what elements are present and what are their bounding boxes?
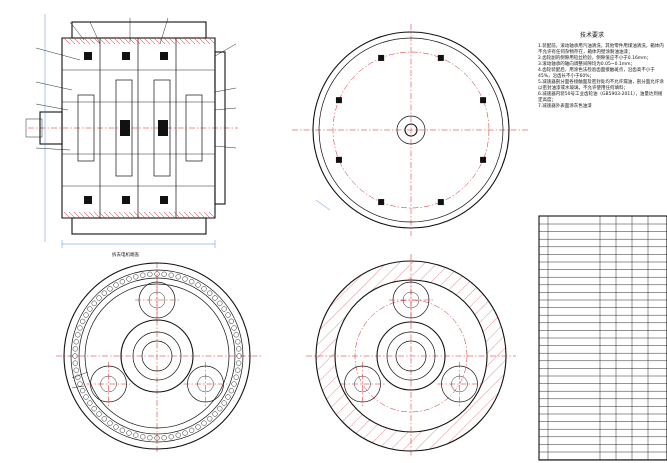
bearing-ball bbox=[73, 339, 79, 345]
bearing-ball bbox=[207, 290, 213, 296]
bearing-ball bbox=[221, 400, 227, 406]
bearing-ball bbox=[217, 406, 223, 412]
bearing-ball bbox=[113, 282, 119, 288]
bearing-ball bbox=[107, 286, 113, 292]
bill-of-materials bbox=[538, 215, 667, 461]
bearing-ball bbox=[91, 406, 97, 412]
bearing-ball bbox=[133, 432, 139, 438]
bearing-ball bbox=[228, 388, 234, 394]
bearing-ball bbox=[236, 353, 242, 359]
technical-requirements-list: 1.装配前，滚动轴承用汽油清洗，其他零件用煤油清洗，箱体内不允许有任何杂物存在，… bbox=[538, 44, 664, 110]
bearing-ball bbox=[235, 367, 241, 373]
bearing-ball bbox=[126, 430, 132, 436]
bearing-ball bbox=[140, 272, 146, 278]
cross-section-view bbox=[56, 262, 262, 452]
bearing-ball bbox=[87, 400, 93, 406]
bolt-hole bbox=[335, 97, 342, 104]
bearing-ball bbox=[212, 295, 218, 301]
bearing-ball bbox=[75, 374, 81, 380]
bearing-ball bbox=[231, 381, 237, 387]
bearing-ball bbox=[72, 360, 78, 366]
bearing-ball bbox=[168, 434, 174, 440]
longitudinal-section-view bbox=[25, 14, 238, 248]
requirement-item: 6.减速器内装50号工业齿轮油（GB5903-2011），油量达到规定高度； bbox=[538, 92, 663, 103]
bearing-ball bbox=[161, 271, 167, 277]
bearing-ball bbox=[195, 424, 201, 430]
bearing-ball bbox=[154, 435, 160, 441]
bearing-ball bbox=[119, 279, 125, 285]
bearing-ball bbox=[228, 318, 234, 324]
bearing-ball bbox=[236, 360, 242, 366]
bearing-ball bbox=[236, 346, 242, 352]
bearing-ball bbox=[233, 332, 239, 338]
requirement-item: 5.减速器剖分面各接触面及密封处均不允许漏油，剖分面允许涂以密封油漆或水玻璃，不… bbox=[538, 80, 664, 91]
requirement-item: 1.装配前，滚动轴承用汽油清洗，其他零件用煤油清洗，箱体内不允许有任何杂物存在，… bbox=[538, 44, 664, 55]
bearing-ball bbox=[225, 312, 231, 318]
bearing-ball bbox=[72, 346, 78, 352]
bearing-ball bbox=[73, 367, 79, 373]
bolt-hole bbox=[378, 54, 385, 61]
bearing-ball bbox=[113, 424, 119, 430]
bearing-ball bbox=[212, 411, 218, 417]
bearing-ball bbox=[182, 276, 188, 282]
bearing-ball bbox=[140, 434, 146, 440]
bearing-ball bbox=[147, 435, 153, 441]
bearing-ball bbox=[201, 420, 207, 426]
bearing-ball bbox=[147, 271, 153, 277]
bearing-ball bbox=[101, 290, 107, 296]
bearing-ball bbox=[154, 271, 160, 277]
section-view-label: 拆去电机端盖 bbox=[112, 253, 139, 258]
bearing-ball bbox=[107, 420, 113, 426]
bearing-ball bbox=[83, 312, 89, 318]
bearing-ball bbox=[80, 318, 86, 324]
bearing-ball bbox=[72, 353, 78, 359]
requirement-item: 2.齿轮副的侧隙用铅丝检验，侧隙值应不小于0.16mm； bbox=[538, 56, 652, 61]
bearing-ball bbox=[231, 325, 237, 331]
bearing-ball bbox=[189, 427, 195, 433]
bearing-ball bbox=[161, 435, 167, 441]
bearing-ball bbox=[77, 325, 83, 331]
bearing-ball bbox=[201, 286, 207, 292]
bearing-ball bbox=[207, 416, 213, 422]
bearing-ball bbox=[217, 300, 223, 306]
bearing-ball bbox=[80, 388, 86, 394]
bearing-ball bbox=[96, 295, 102, 301]
bearing-ball bbox=[189, 279, 195, 285]
requirement-item: 4.齿轮装配后，用涂色法检验齿面接触斑点，沿齿高不小于45%，沿齿长不小于60%… bbox=[538, 68, 655, 79]
hatched-section-view bbox=[306, 254, 516, 456]
technical-requirements-title: 技术要求 bbox=[579, 32, 604, 39]
bearing-ball bbox=[91, 300, 97, 306]
bearing-ball bbox=[175, 274, 181, 280]
bolt-hole bbox=[437, 199, 444, 206]
bearing-ball bbox=[221, 306, 227, 312]
bearing-ball bbox=[119, 427, 125, 433]
bearing-ball bbox=[168, 272, 174, 278]
bolt-hole bbox=[480, 156, 487, 163]
bearing-ball bbox=[195, 282, 201, 288]
bolt-hole bbox=[335, 156, 342, 163]
bearing-ball bbox=[175, 432, 181, 438]
bolt-hole bbox=[480, 97, 487, 104]
requirement-item: 3.滚动轴承的轴向调整间隙均为0.05~0.1mm； bbox=[538, 62, 636, 67]
bearing-ball bbox=[233, 374, 239, 380]
bearing-ball bbox=[182, 430, 188, 436]
bolt-hole bbox=[437, 54, 444, 61]
bearing-ball bbox=[235, 339, 241, 345]
bearing-ball bbox=[225, 394, 231, 400]
bearing-ball bbox=[83, 394, 89, 400]
bolt-hole bbox=[378, 199, 385, 206]
bearing-ball bbox=[75, 332, 81, 338]
end-view bbox=[292, 24, 530, 236]
bearing-ball bbox=[126, 276, 132, 282]
bearing-ball bbox=[87, 306, 93, 312]
bearing-ball bbox=[133, 274, 139, 280]
bearing-ball bbox=[77, 381, 83, 387]
requirement-item: 7.减速器外表面涂灰色油漆 bbox=[538, 104, 592, 109]
bearing-ball bbox=[96, 411, 102, 417]
bearing-ball bbox=[101, 416, 107, 422]
